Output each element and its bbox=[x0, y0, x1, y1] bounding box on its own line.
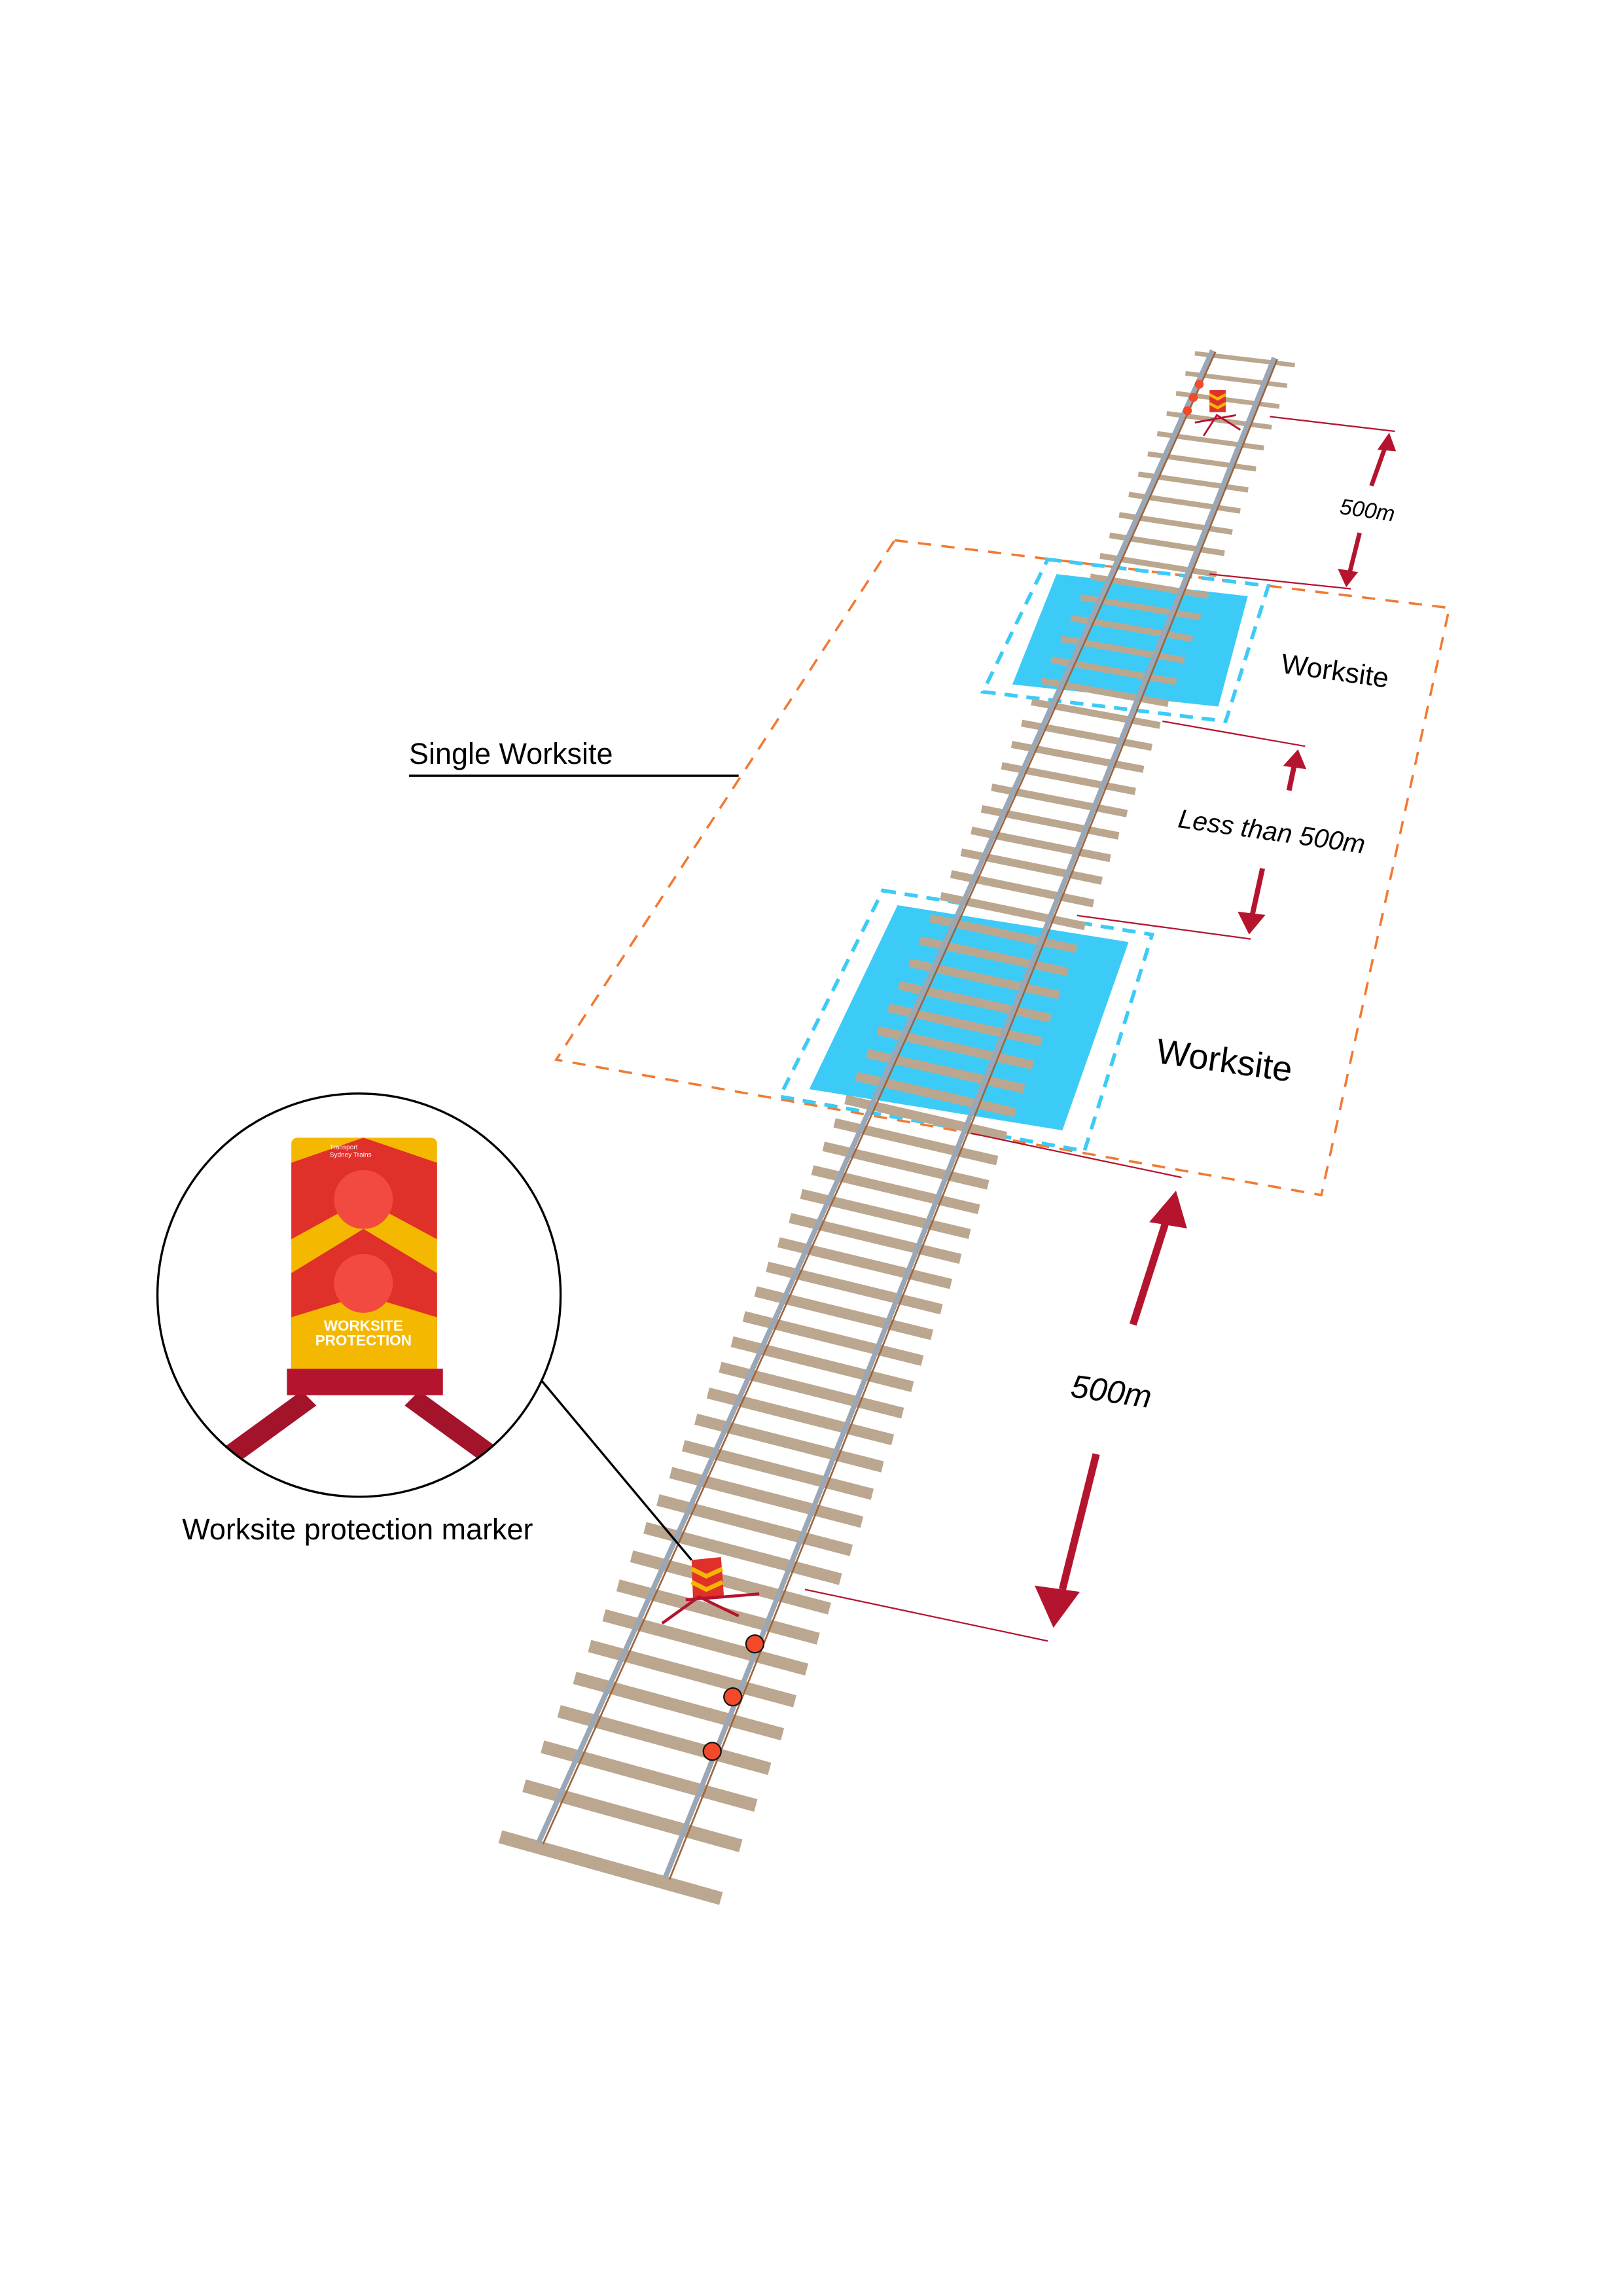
dim-line bbox=[1077, 914, 1251, 940]
single-worksite-label: Single Worksite bbox=[409, 737, 613, 770]
less-than-500m-label: Less than 500m bbox=[1176, 803, 1367, 859]
detonator bbox=[1194, 380, 1204, 389]
detonator bbox=[723, 1687, 743, 1707]
dim-line bbox=[804, 1588, 1048, 1642]
callout-leader bbox=[541, 1380, 693, 1561]
sign-lamp-top bbox=[334, 1170, 393, 1229]
distance-bottom-label: 500m bbox=[1069, 1368, 1154, 1415]
dim-line bbox=[971, 1132, 1182, 1179]
left-rail bbox=[536, 349, 1215, 1844]
detonator bbox=[702, 1742, 722, 1761]
arrow-down-icon-head bbox=[1338, 568, 1359, 588]
sign-text-2: PROTECTION bbox=[315, 1332, 412, 1348]
worksite-lower-label: Worksite bbox=[1154, 1031, 1294, 1089]
distance-top-label: 500m bbox=[1338, 494, 1397, 526]
right-rail-web bbox=[668, 359, 1278, 1880]
callout-circle bbox=[156, 1092, 562, 1498]
sign-lamp-bottom bbox=[334, 1253, 393, 1313]
dim-line bbox=[1209, 573, 1351, 590]
rails bbox=[536, 349, 1278, 1880]
worksite-upper-area bbox=[1012, 574, 1248, 707]
sign-text-1: WORKSITE bbox=[324, 1318, 403, 1334]
sign-brand-1: Transport bbox=[330, 1144, 358, 1151]
dim-line bbox=[1162, 720, 1306, 747]
dimensions bbox=[804, 416, 1397, 1642]
detonator bbox=[1183, 406, 1192, 416]
sign-base bbox=[287, 1369, 443, 1395]
arrow-down-icon bbox=[1058, 1453, 1100, 1590]
left-rail-web bbox=[542, 351, 1217, 1845]
arrow-up-icon-head bbox=[1377, 433, 1397, 452]
arrow-down-icon-head bbox=[1238, 911, 1266, 935]
dim-line bbox=[1270, 416, 1395, 433]
arrow-up-icon bbox=[1129, 1217, 1171, 1326]
sign-brand-2: Sydney Trains bbox=[330, 1151, 372, 1158]
single-worksite-boundary bbox=[554, 539, 1451, 1197]
right-rail bbox=[662, 357, 1277, 1879]
arrow-up-icon bbox=[1369, 444, 1389, 487]
arrow-down-icon bbox=[1347, 532, 1362, 575]
arrow-up-icon-head bbox=[1149, 1191, 1187, 1229]
arrow-down-icon bbox=[1249, 867, 1265, 916]
detonator bbox=[745, 1634, 765, 1654]
marker-caption: Worksite protection marker bbox=[182, 1513, 533, 1546]
arrow-up-icon-head bbox=[1283, 749, 1307, 770]
worksite-marker-far bbox=[1183, 380, 1241, 437]
worksite-upper-boundary bbox=[980, 557, 1271, 724]
marker-callout: Transport Sydney Trains WORKSITE PROTECT… bbox=[156, 1092, 562, 1498]
detonator bbox=[1188, 393, 1198, 403]
sleeper bbox=[498, 1830, 723, 1905]
arrow-down-icon-head bbox=[1035, 1585, 1080, 1628]
worksite-lower-area bbox=[809, 905, 1129, 1131]
worksite-upper-label: Worksite bbox=[1279, 648, 1391, 694]
worksite-marker-near bbox=[661, 1557, 765, 1761]
